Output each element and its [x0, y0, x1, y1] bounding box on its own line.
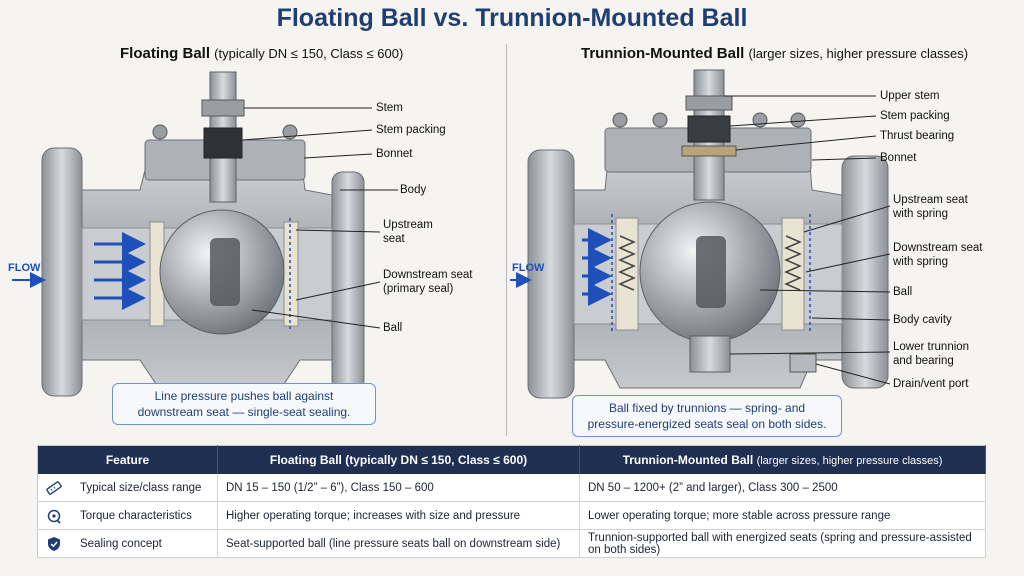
table-header-row: Feature Floating Ball (typically DN ≤ 15… — [37, 445, 986, 474]
valve-diagrams — [12, 69, 891, 399]
right-label-upstream-seat-line2: with spring — [893, 208, 948, 220]
right-label-thrust-bearing: Thrust bearing — [880, 130, 955, 142]
row-feature-label: Typical size/class range — [80, 481, 202, 494]
right-label-bonnet: Bonnet — [880, 152, 917, 164]
row-floating-cell: Seat-supported ball (line pressure seats… — [217, 529, 580, 558]
right-label-upper-stem: Upper stem — [880, 90, 940, 102]
left-callout-line2: downstream seat — single-seat sealing. — [137, 405, 351, 419]
page-title: Floating Ball vs. Trunnion-Mounted Ball — [276, 4, 748, 32]
row-trunnion-cell: Lower operating torque; more stable acro… — [579, 501, 986, 530]
left-label-upstream-seat: Upstream seat — [383, 218, 433, 246]
table-row: Typical size/class range DN 15 – 150 (1/… — [37, 474, 986, 502]
right-label-stem-packing: Stem packing — [880, 110, 950, 122]
left-label-downstream-seat-line2: (primary seal) — [383, 283, 454, 295]
row-trunnion-cell: Trunnion-supported ball with energized s… — [579, 529, 986, 558]
left-label-stem: Stem — [376, 102, 403, 114]
trunnion-ball-valve — [510, 69, 891, 399]
right-label-upstream-seat-line1: Upstream seat — [893, 194, 968, 206]
left-callout: Line pressure pushes ball against downst… — [112, 383, 376, 425]
floating-ball-valve — [12, 71, 398, 397]
header-trunnion: Trunnion-Mounted Ball (larger sizes, hig… — [579, 445, 986, 474]
row-feature-label: Torque characteristics — [80, 509, 192, 522]
left-label-downstream-seat-line1: Downstream seat — [383, 269, 473, 281]
left-label-downstream-seat: Downstream seat (primary seal) — [383, 268, 472, 296]
right-thrust-bearing — [681, 145, 737, 157]
row-floating-cell: Higher operating torque; increases with … — [217, 501, 580, 530]
right-panel-title-main: Trunnion-Mounted Ball — [581, 45, 745, 62]
left-panel-title: Floating Ball (typically DN ≤ 150, Class… — [120, 45, 403, 62]
right-label-downstream-seat-line1: Downstream seat — [893, 242, 983, 254]
right-label-upstream-seat: Upstream seat with spring — [893, 193, 968, 221]
header-floating: Floating Ball (typically DN ≤ 150, Class… — [217, 445, 580, 474]
left-flange-inlet — [41, 147, 83, 397]
right-flange-inlet — [527, 149, 575, 399]
right-label-lower-trunnion: Lower trunnion and bearing — [893, 340, 969, 368]
row-trunnion-cell: DN 50 – 1200+ (2” and larger), Class 300… — [579, 474, 986, 502]
right-drain-port — [789, 353, 817, 373]
left-label-upstream-seat-line2: seat — [383, 233, 405, 245]
left-label-bonnet: Bonnet — [376, 148, 413, 160]
header-feature: Feature — [37, 445, 218, 474]
left-callout-line1: Line pressure pushes ball against — [154, 389, 334, 403]
torque-icon — [47, 509, 61, 524]
right-label-lower-trunnion-line1: Lower trunnion — [893, 341, 970, 353]
right-flange-outlet — [841, 155, 889, 389]
panel-divider — [506, 44, 507, 436]
table-row: Sealing concept Seat-supported ball (lin… — [37, 529, 986, 558]
right-upstream-seat — [615, 217, 639, 331]
right-downstream-seat — [781, 217, 805, 331]
right-callout-line2: pressure-energized seats seal on both si… — [587, 417, 827, 431]
row-floating-cell: DN 15 – 150 (1/2” – 6”), Class 150 – 600 — [217, 474, 580, 502]
shield-icon — [48, 536, 60, 551]
right-label-body-cavity: Body cavity — [893, 314, 952, 326]
row-feature-cell: Sealing concept — [37, 529, 218, 558]
left-stem-packing — [203, 127, 243, 159]
comparison-table: Feature Floating Ball (typically DN ≤ 15… — [37, 445, 986, 558]
left-label-upstream-seat-line1: Upstream — [383, 219, 433, 231]
right-label-downstream-seat: Downstream seat with spring — [893, 241, 982, 269]
right-lower-trunnion — [689, 335, 731, 373]
row-feature-label: Sealing concept — [80, 537, 162, 550]
left-panel-title-sub: (typically DN ≤ 150, Class ≤ 600) — [214, 46, 404, 61]
left-label-ball: Ball — [383, 322, 403, 334]
row-feature-cell: Torque characteristics — [37, 501, 218, 530]
right-label-downstream-seat-line2: with spring — [893, 256, 948, 268]
row-feature-cell: Typical size/class range — [37, 474, 218, 502]
header-trunnion-sub: (larger sizes, higher pressure classes) — [756, 455, 943, 467]
right-callout-line1: Ball fixed by trunnions — spring- and — [608, 401, 806, 415]
right-label-lower-trunnion-line2: and bearing — [893, 355, 954, 367]
left-flange-outlet — [331, 171, 365, 391]
right-panel-title: Trunnion-Mounted Ball (larger sizes, hig… — [581, 45, 968, 62]
right-label-ball: Ball — [893, 286, 913, 298]
right-stem-packing — [687, 115, 731, 143]
left-panel-title-main: Floating Ball — [120, 45, 210, 62]
header-trunnion-main: Trunnion-Mounted Ball — [622, 453, 754, 467]
left-downstream-seat — [283, 221, 299, 327]
left-label-body: Body — [400, 184, 427, 196]
table-row: Torque characteristics Higher operating … — [37, 501, 986, 530]
left-flow-label: FLOW — [8, 262, 41, 274]
left-label-stem-packing: Stem packing — [376, 124, 446, 136]
right-panel-title-sub: (larger sizes, higher pressure classes) — [748, 46, 969, 61]
right-flow-label: FLOW — [512, 262, 545, 274]
right-callout: Ball fixed by trunnions — spring- and pr… — [572, 395, 842, 437]
ruler-icon — [46, 480, 62, 495]
right-label-drain-vent: Drain/vent port — [893, 378, 969, 390]
